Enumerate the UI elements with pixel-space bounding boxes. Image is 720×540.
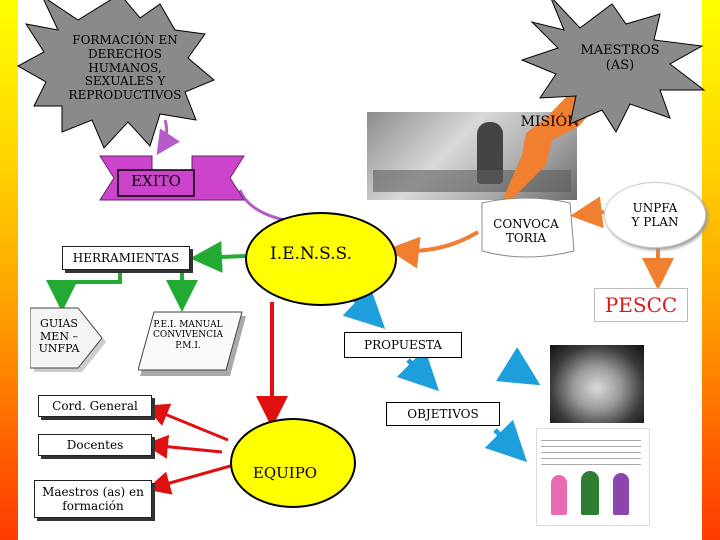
arrow-unpfa-convocatoria: [570, 196, 605, 229]
arrow-equipo-maestros: [146, 463, 235, 495]
scribble-text-lines: [541, 435, 641, 465]
convocatoria-shape: [481, 197, 575, 258]
docentes-box: Docentes: [38, 434, 152, 456]
objetivos-label: OBJETIVOS: [407, 407, 479, 421]
child-figure-1: [551, 475, 567, 515]
docentes-label: Docentes: [66, 438, 124, 452]
arrow-convocatoria-ienss: [387, 230, 480, 269]
arrow-propuesta-objetivos: [396, 348, 440, 392]
child-figure-2: [581, 471, 599, 515]
maestros-label: MAESTROS (AS): [580, 43, 660, 73]
ienss-node: I.E.N.S.S.: [245, 212, 397, 306]
exito-label: EXITO: [131, 172, 181, 190]
maestros-starburst: [520, 0, 706, 134]
propuesta-box: PROPUESTA: [344, 332, 462, 358]
ienss-label: I.E.N.S.S.: [269, 244, 352, 264]
convocatoria-label: CONVOCA TORIA: [493, 217, 559, 245]
pescc-label: PESCC: [604, 293, 678, 317]
maestros-formacion-label: Maestros (as) en formación: [42, 484, 144, 513]
arrow-propuesta-image: [495, 347, 541, 386]
herramientas-label: HERRAMIENTAS: [72, 251, 180, 265]
arrow-formacion-exito: [156, 119, 180, 155]
child-figure-3: [613, 473, 629, 515]
arrow-ienss-herramientas: [190, 240, 246, 273]
hands-photo: [550, 345, 644, 423]
mision-label: MISIÓN: [520, 114, 580, 130]
exito-banner: [99, 155, 245, 201]
children-illustration: [536, 428, 650, 526]
guias-shape: [30, 307, 106, 372]
arrow-equipo-docentes: [144, 434, 223, 459]
guias-label: GUIAS MEN – UNFPA: [38, 317, 80, 356]
pei-shape: [138, 311, 246, 376]
arrow-herramientas-guias: [46, 268, 122, 312]
unpfa-plan-label: UNPFA Y PLAN: [631, 200, 679, 229]
arrow-equipo-cord: [144, 403, 229, 442]
equipo-node: EQUIPO: [230, 418, 356, 508]
formacion-starburst: [16, 0, 215, 149]
pei-label: P.E.I. MANUAL CONVIVENCIA P.M.I.: [152, 320, 224, 351]
unpfa-plan-node: UNPFA Y PLAN: [604, 182, 706, 248]
formacion-label: FORMACIÓN EN DERECHOS HUMANOS, SEXUALES …: [68, 33, 182, 103]
herramientas-box: HERRAMIENTAS: [62, 246, 190, 270]
maestros-formacion-box: Maestros (as) en formación: [34, 480, 152, 518]
objetivos-box: OBJETIVOS: [386, 402, 500, 426]
arrow-objetivos-image: [484, 419, 528, 463]
cord-general-box: Cord. General: [38, 395, 152, 417]
cord-general-label: Cord. General: [52, 399, 138, 413]
propuesta-label: PROPUESTA: [364, 338, 442, 352]
equipo-label: EQUIPO: [252, 464, 318, 482]
pescc-box: PESCC: [594, 288, 688, 322]
